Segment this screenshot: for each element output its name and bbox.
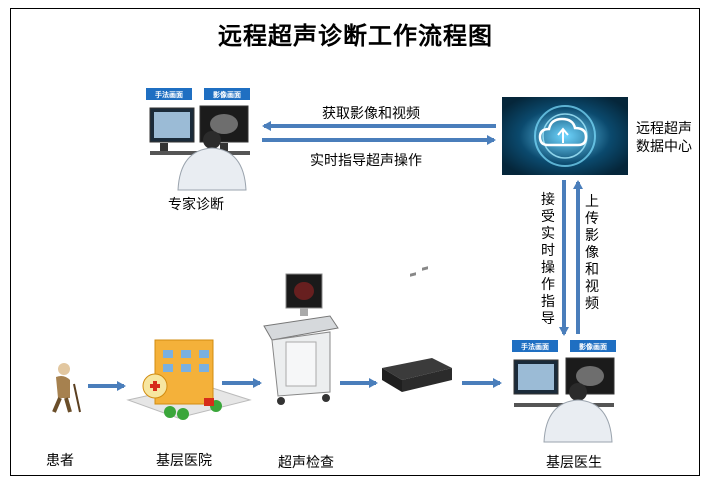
- tag-image-text: 影像画面: [213, 90, 241, 99]
- label-ultrasound: 超声检查: [278, 455, 334, 471]
- ultrasound-machine-illustration: [263, 273, 339, 405]
- local-doctor-workstation-illustration: 手法画面 影像画面: [512, 340, 616, 443]
- label-data-center: 远程超声数据中心: [636, 121, 692, 155]
- label-patient: 患者: [46, 453, 74, 469]
- label-clinic: 基层医院: [156, 453, 212, 469]
- tag-technique-text: 手法画面: [155, 90, 183, 99]
- label-realtime-guide: 实时指导超声操作: [310, 153, 422, 169]
- patient-illustration: [52, 363, 81, 413]
- label-local-doctor: 基层医生: [546, 455, 602, 471]
- label-receive-guide: 接受实时操作指导: [541, 192, 555, 327]
- clinic-illustration: [126, 339, 252, 420]
- cloud-data-center-illustration: [502, 97, 628, 175]
- tag-image-bg: [204, 88, 250, 100]
- tag-image-text-2: 影像画面: [579, 342, 607, 351]
- diagram-title: 远程超声诊断工作流程图: [218, 22, 493, 50]
- label-upload: 上传影像和视频: [585, 194, 599, 312]
- network-device-illustration: [382, 266, 452, 392]
- label-expert: 专家诊断: [168, 197, 224, 213]
- tag-technique-bg: [146, 88, 192, 100]
- diagram-frame: [10, 8, 700, 476]
- tag-technique-text-2: 手法画面: [521, 342, 549, 351]
- expert-workstation-illustration: 手法画面 影像画面: [146, 88, 250, 191]
- arrows: [88, 121, 583, 391]
- label-get-images: 获取影像和视频: [322, 106, 420, 122]
